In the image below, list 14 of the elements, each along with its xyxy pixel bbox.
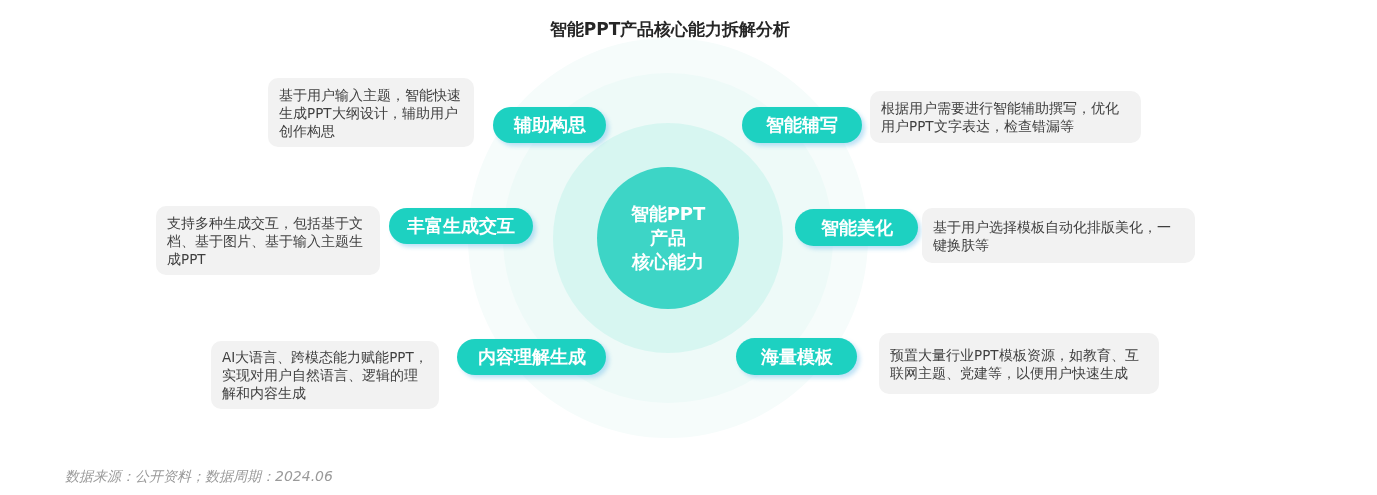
description-card: 根据用户需要进行智能辅助撰写，优化用户PPT文字表达，检查错漏等 <box>870 91 1141 143</box>
description-card: 预置大量行业PPT模板资源，如教育、互联网主题、党建等，以便用户快速生成 <box>879 333 1159 394</box>
description-card: 基于用户选择模板自动化排版美化，一键换肤等 <box>922 208 1195 263</box>
source-note: 数据来源：公开资料；数据周期：2024.06 <box>65 467 333 486</box>
description-card: 支持多种生成交互，包括基于文档、基于图片、基于输入主题生成PPT <box>156 206 380 275</box>
capability-pill: 智能辅写 <box>742 107 862 143</box>
capability-pill: 丰富生成交互 <box>389 208 533 244</box>
capability-pill: 智能美化 <box>795 209 918 246</box>
capability-pill: 内容理解生成 <box>457 339 606 375</box>
description-card: AI大语言、跨模态能力赋能PPT，实现对用户自然语言、逻辑的理解和内容生成 <box>211 341 439 409</box>
description-card: 基于用户输入主题，智能快速生成PPT大纲设计，辅助用户创作构思 <box>268 78 474 147</box>
chart-title: 智能PPT产品核心能力拆解分析 <box>548 18 792 41</box>
capability-pill: 海量模板 <box>736 338 857 375</box>
capability-pill: 辅助构思 <box>493 107 606 143</box>
